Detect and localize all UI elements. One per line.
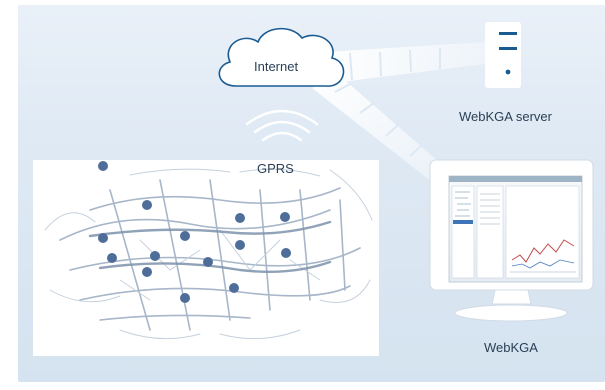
- network-map-icon: [33, 160, 379, 356]
- monitor-icon: [429, 159, 594, 322]
- wifi-icon: [245, 109, 319, 142]
- internet-label: Internet: [254, 59, 299, 74]
- cloud-icon: [218, 27, 345, 87]
- gprs-label: GPRS: [257, 161, 294, 176]
- server-label: WebKGA server: [459, 109, 552, 124]
- client-label: WebKGA: [484, 340, 538, 355]
- beam-to-server: [325, 42, 485, 84]
- server-icon: [485, 22, 521, 88]
- beam-to-monitor: [312, 76, 446, 182]
